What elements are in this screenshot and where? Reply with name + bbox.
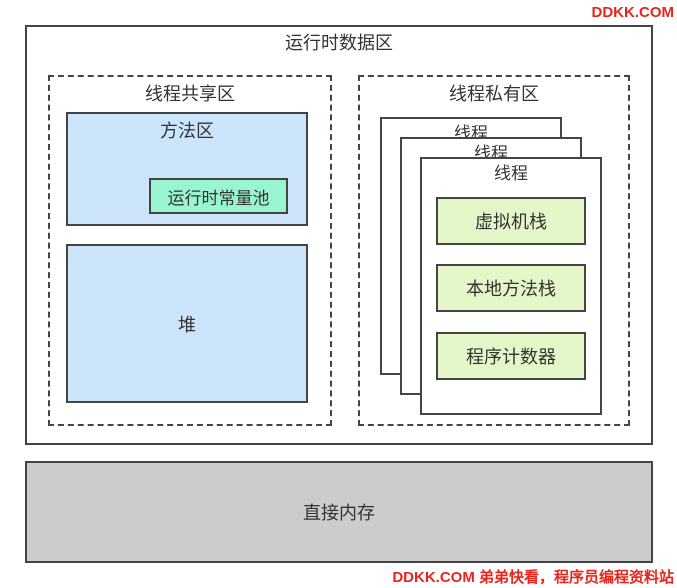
thread-shared-area — [48, 75, 332, 426]
direct-memory: 直接内存 — [25, 461, 653, 563]
thread-shared-area-title: 线程共享区 — [145, 84, 235, 105]
thread-private-area-title: 线程私有区 — [449, 84, 539, 105]
native-method-stack: 本地方法栈 — [436, 264, 586, 312]
runtime-constant-pool: 运行时常量池 — [149, 178, 288, 214]
method-area-title: 方法区 — [160, 121, 214, 142]
thread-private-area — [358, 75, 630, 426]
watermark-bottom: DDKK.COM 弟弟快看，程序员编程资料站 — [392, 569, 674, 586]
runtime-data-area-title: 运行时数据区 — [285, 33, 393, 54]
heap: 堆 — [66, 244, 308, 403]
thread-label-front: 线程 — [494, 164, 528, 184]
watermark-top: DDKK.COM — [591, 4, 675, 21]
thread-label-middle: 线程 — [474, 144, 508, 164]
thread-label-back: 线程 — [454, 124, 488, 144]
program-counter-register: 程序计数器 — [436, 332, 586, 380]
vm-stack: 虚拟机栈 — [436, 197, 586, 245]
